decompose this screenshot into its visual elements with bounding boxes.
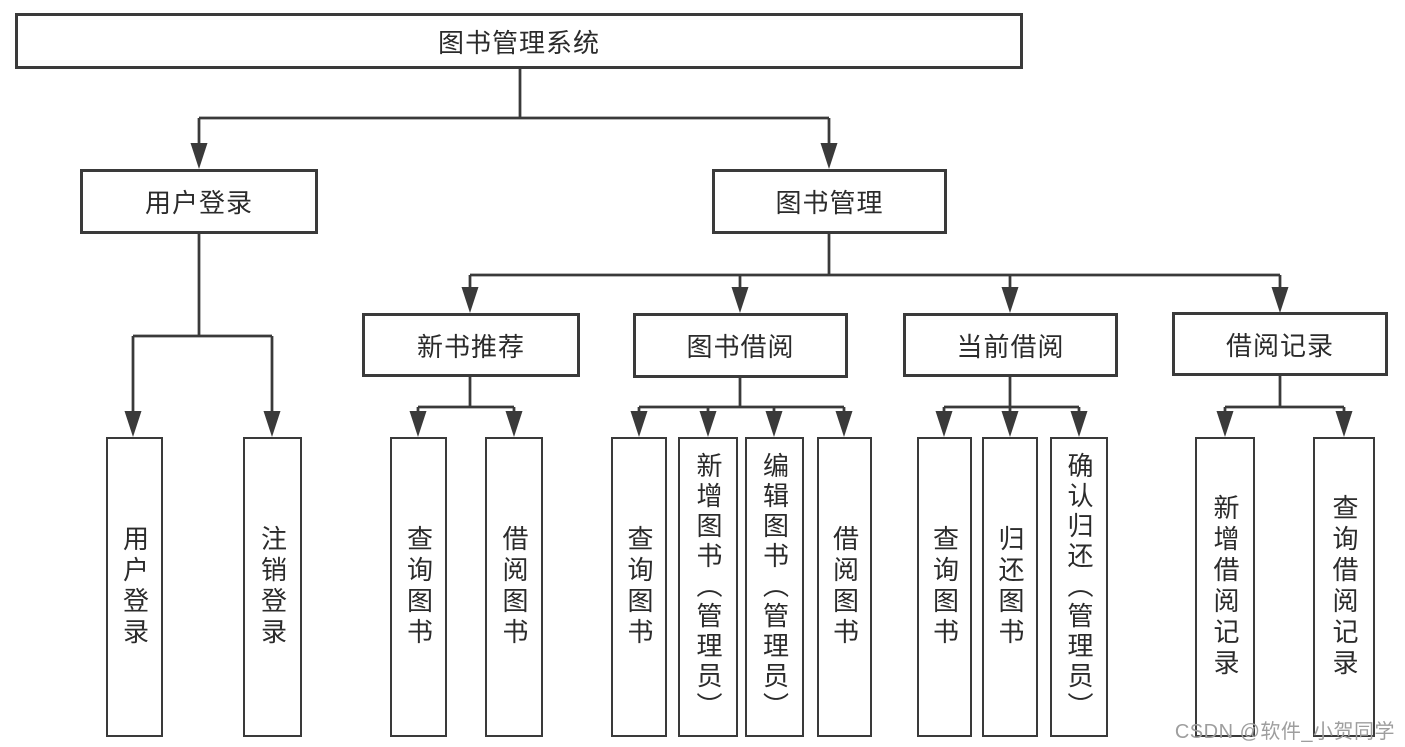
leaf-borrow-books-recommend-label: 借阅图书 xyxy=(499,525,529,649)
leaf-query-books-borrowing-label: 查询图书 xyxy=(624,525,654,649)
leaf-confirm-return-admin: 确认归还（管理员） xyxy=(1050,437,1108,737)
leaf-add-borrow-record: 新增借阅记录 xyxy=(1195,437,1255,737)
node-borrowing-records-label: 借阅记录 xyxy=(1225,330,1334,361)
node-borrowing-records: 借阅记录 xyxy=(1172,312,1388,376)
leaf-query-borrow-record: 查询借阅记录 xyxy=(1313,437,1375,737)
leaf-return-books-label: 归还图书 xyxy=(995,525,1025,649)
leaf-query-borrow-record-label: 查询借阅记录 xyxy=(1329,494,1359,680)
node-current-borrowing-label: 当前借阅 xyxy=(956,331,1065,362)
node-book-management-label: 图书管理 xyxy=(775,188,884,218)
leaf-borrow-books: 借阅图书 xyxy=(817,437,872,737)
leaf-user-login-label: 用户登录 xyxy=(119,525,150,649)
leaf-user-login: 用户登录 xyxy=(106,437,163,737)
leaf-add-books-admin-label: 新增图书（管理员） xyxy=(693,452,723,722)
leaf-add-borrow-record-label: 新增借阅记录 xyxy=(1210,494,1240,680)
leaf-return-books: 归还图书 xyxy=(982,437,1038,737)
arrowhead-icons xyxy=(124,143,1353,437)
node-library-system: 图书管理系统 xyxy=(15,13,1023,69)
node-user-login: 用户登录 xyxy=(80,169,318,234)
leaf-query-books-recommend-label: 查询图书 xyxy=(403,525,434,649)
node-current-borrowing: 当前借阅 xyxy=(903,313,1118,377)
leaf-borrow-books-label: 借阅图书 xyxy=(829,525,860,649)
leaf-query-books-current: 查询图书 xyxy=(917,437,972,737)
leaf-confirm-return-admin-label: 确认归还（管理员） xyxy=(1064,452,1094,722)
node-new-book-recommend: 新书推荐 xyxy=(362,313,580,377)
node-library-system-label: 图书管理系统 xyxy=(437,27,600,58)
leaf-logout-login-label: 注销登录 xyxy=(257,525,288,649)
leaf-query-books-recommend: 查询图书 xyxy=(390,437,447,737)
leaf-add-books-admin: 新增图书（管理员） xyxy=(678,437,738,737)
watermark: CSDN @软件_小贺同学 xyxy=(1174,721,1395,743)
leaf-query-books-current-label: 查询图书 xyxy=(929,525,960,649)
leaf-query-books-borrowing: 查询图书 xyxy=(611,437,667,737)
node-new-book-recommend-label: 新书推荐 xyxy=(416,331,525,362)
leaf-logout-login: 注销登录 xyxy=(243,437,302,737)
node-book-management: 图书管理 xyxy=(712,169,947,234)
leaf-edit-books-admin-label: 编辑图书（管理员） xyxy=(759,452,790,722)
leaf-borrow-books-recommend: 借阅图书 xyxy=(485,437,543,737)
node-user-login-label: 用户登录 xyxy=(144,188,253,218)
leaf-edit-books-admin: 编辑图书（管理员） xyxy=(745,437,804,737)
node-book-borrowing-label: 图书借阅 xyxy=(686,332,795,362)
node-book-borrowing: 图书借阅 xyxy=(633,313,848,378)
